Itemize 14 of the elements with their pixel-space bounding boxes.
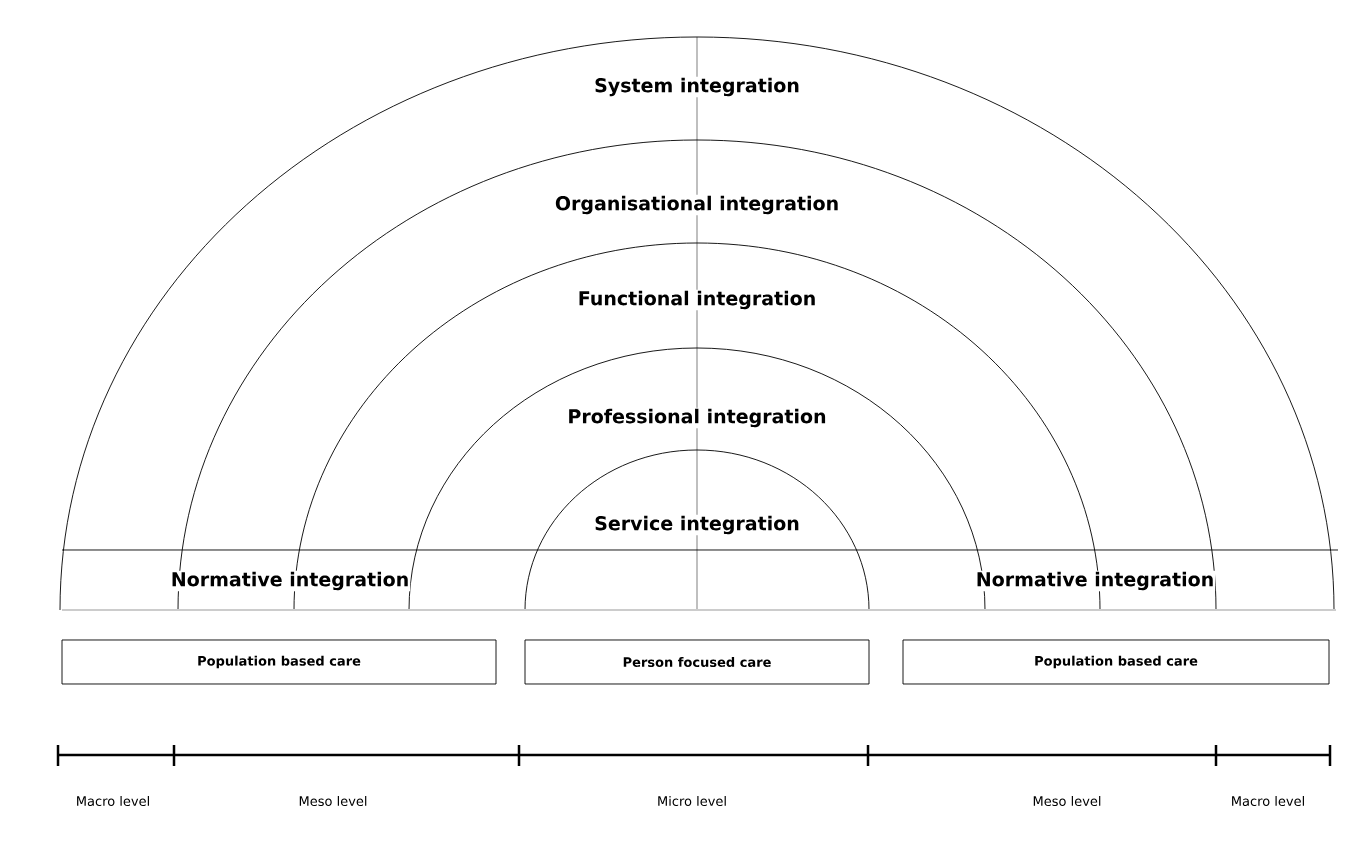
node-label: Organisational integration [555,195,838,215]
level-label: Macro level [1232,795,1304,807]
node-label: Service integration [595,515,799,535]
care-box: Person focused care [524,639,870,685]
care-box: Population based care [902,639,1330,685]
level-label: Meso level [299,795,367,807]
node-label: System integration [595,77,799,97]
integration-arc: Service integration [524,449,870,611]
care-box: Population based care [61,639,497,685]
level-label: Macro level [77,795,149,807]
node-label: Functional integration [579,290,815,310]
level-label: Meso level [1033,795,1101,807]
level-label: Micro level [658,795,726,807]
node-label: Professional integration [569,408,826,428]
